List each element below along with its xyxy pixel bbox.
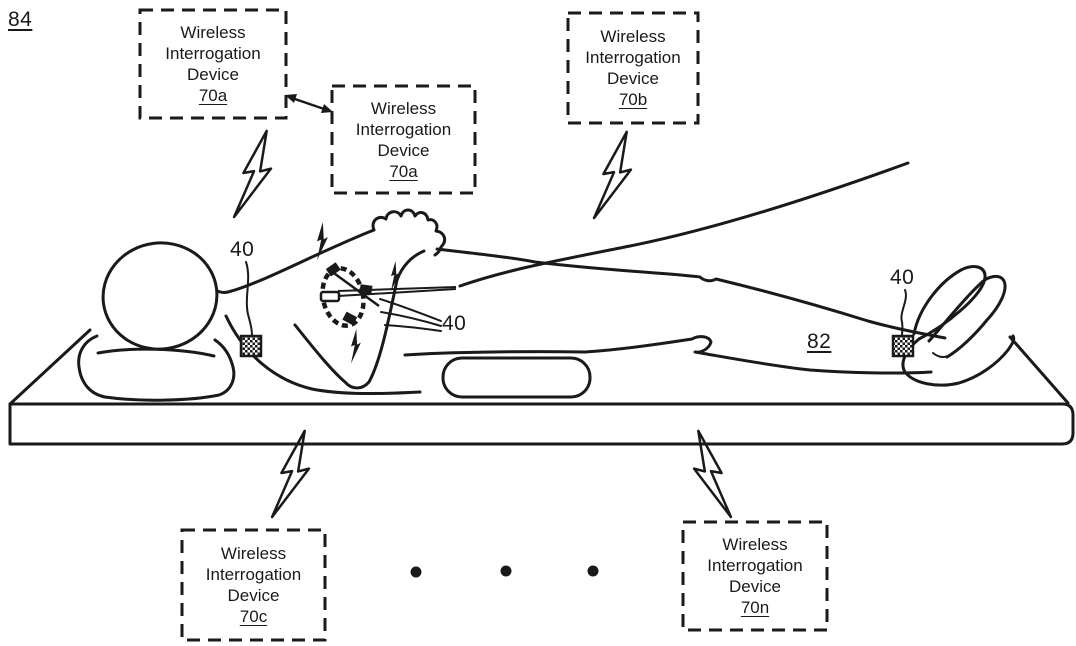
foot-near [927, 274, 1007, 359]
device-box-title: Wireless Interrogation Device [585, 27, 681, 88]
small-lightning-bolt-icon [317, 222, 328, 261]
device-box-borders [138, 8, 829, 642]
leader-lines [245, 261, 907, 337]
device-box-ref: 70c [239, 607, 268, 626]
device-box-ref: 70b [618, 90, 648, 109]
device-box-ref: 70a [198, 86, 228, 105]
heel [901, 334, 1016, 387]
exam-table [8, 328, 1075, 446]
wireless-interrogation-device-box-70a-2: Wireless Interrogation Device 70a [332, 98, 475, 182]
implanted-device-label: 40 [442, 312, 467, 335]
sensor-patch-left-icon [239, 334, 263, 358]
wireless-interrogation-device-box-70c: Wireless Interrogation Device 70c [182, 543, 325, 627]
ankle-mark [932, 352, 954, 358]
small-lightning-bolt-icon [351, 329, 361, 364]
lightning-bolt-icon [592, 127, 640, 225]
wireless-interrogation-device-box-70a-1: Wireless Interrogation Device 70a [140, 22, 286, 106]
wireless-interrogation-device-box-70n: Wireless Interrogation Device 70n [683, 534, 827, 618]
device-box-ref: 70a [389, 162, 418, 181]
wireless-interrogation-device-box-70b: Wireless Interrogation Device 70b [568, 26, 698, 110]
support-cushion [441, 356, 592, 399]
figure-label: 84 [8, 8, 33, 31]
device-box-title: Wireless Interrogation Device [355, 99, 452, 160]
wireless-signal-bolts [232, 126, 733, 524]
patient-label: 82 [807, 330, 832, 353]
foot-far [912, 265, 987, 341]
device-box-title: Wireless Interrogation Device [165, 23, 261, 84]
ellipsis-dots-icon [410, 565, 599, 578]
double-headed-arrow-icon [285, 94, 333, 113]
bent-arm [293, 249, 426, 390]
sensor-patch-right-icon [891, 334, 915, 358]
side-arm-line [403, 335, 933, 375]
device-box-ref: 70n [740, 598, 770, 617]
leg-top-line [435, 247, 947, 340]
catheter-tether-line [458, 161, 910, 288]
implanted-device [319, 262, 457, 328]
head [101, 241, 219, 351]
patient-figure [101, 161, 1016, 396]
sensor-right-label: 40 [890, 266, 915, 289]
sensor-left-label: 40 [230, 238, 255, 261]
hand-fist [371, 208, 447, 257]
device-box-title: Wireless Interrogation Device [205, 544, 302, 605]
device-box-title: Wireless Interrogation Device [707, 535, 803, 596]
lightning-bolt-icon [232, 126, 280, 224]
